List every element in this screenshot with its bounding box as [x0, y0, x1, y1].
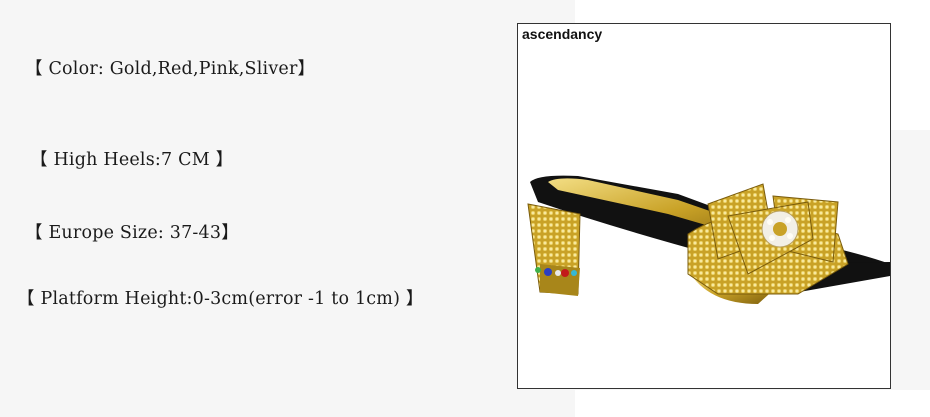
gold-sandal-image [527, 175, 890, 304]
spec-europe-size: 【 Europe Size: 37-43】 [25, 223, 239, 243]
brand-label: ascendancy [522, 26, 603, 42]
product-photo: ascendancy [517, 23, 891, 389]
spec-heel-height: 【 High Heels:7 CM 】 [30, 150, 234, 170]
spec-platform-height: 【 Platform Height:0-3cm(error -1 to 1cm)… [17, 289, 424, 309]
spec-color: 【 Color: Gold,Red,Pink,Sliver】 [25, 59, 316, 79]
background-panel-bottom [575, 390, 930, 417]
